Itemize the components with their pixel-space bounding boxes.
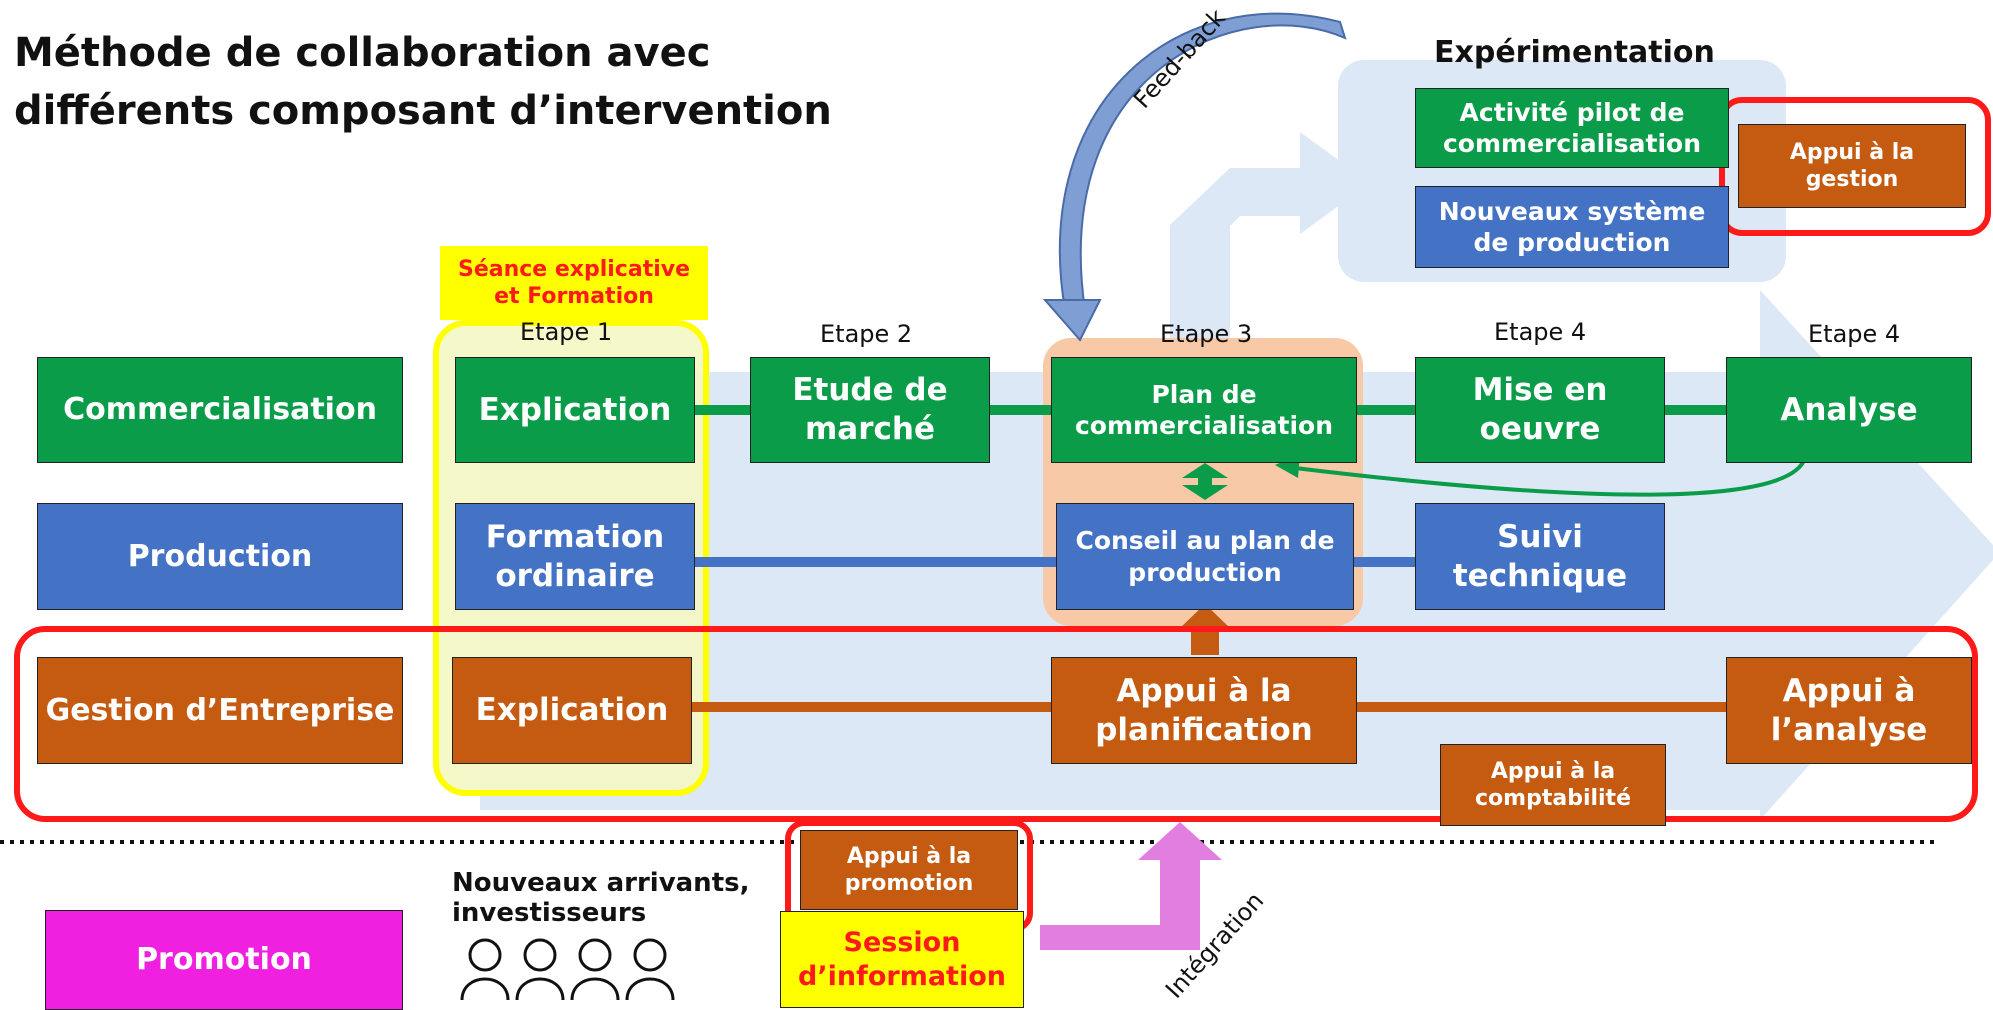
gestion-red-frame: [14, 626, 1978, 822]
person-icon: [460, 938, 510, 1001]
appui-comptabilite-box: Appui à la comptabilité: [1440, 744, 1666, 826]
etape-1-label: Etape 1: [520, 318, 613, 346]
planif-line-1: Appui à la: [1116, 672, 1292, 709]
seance-formation-label: Séance explicative et Formation: [440, 246, 708, 320]
suivi-line-2: technique: [1452, 557, 1628, 594]
row-production: Production: [37, 503, 403, 610]
conseil-line-1: Conseil au plan de: [1075, 526, 1335, 556]
promotion-line-2: promotion: [844, 871, 974, 896]
appui-gestion-line-1: Appui à la: [1789, 139, 1915, 165]
analyse-line-2: l’analyse: [1770, 711, 1928, 748]
plan-commercialisation-box: Plan de commercialisation: [1051, 357, 1357, 463]
seance-line-2: et Formation: [494, 284, 654, 309]
gestion-explication: Explication: [452, 657, 692, 764]
person-icon: [515, 938, 565, 1001]
appui-gestion-line-2: gestion: [1805, 167, 1899, 192]
conseil-plan-production-box: Conseil au plan de production: [1056, 503, 1354, 610]
row-gestion-entreprise: Gestion d’Entreprise: [37, 657, 403, 764]
feedback-arrow-head: [1042, 299, 1102, 342]
page-title: Méthode de collaboration avec différents…: [14, 24, 832, 140]
appui-analyse-box: Appui à l’analyse: [1726, 657, 1972, 764]
person-icons: [460, 938, 675, 1001]
person-icon: [570, 938, 620, 1001]
plan-line-1: Plan de: [1151, 379, 1257, 409]
formation-line-1: Formation: [485, 518, 665, 555]
green-double-arrow: [1182, 463, 1228, 500]
commercialisation-explication: Explication: [455, 357, 695, 463]
etude-marche-box: Etude de marché: [750, 357, 990, 463]
row-commercialisation: Commercialisation: [37, 357, 403, 463]
formation-ordinaire-box: Formation ordinaire: [455, 503, 695, 610]
etape-3-label: Etape 3: [1160, 320, 1253, 348]
session-line-2: d’information: [798, 960, 1006, 992]
systeme-line-1: Nouveaux système: [1438, 196, 1706, 226]
experimentation-up-arrow: [1170, 132, 1370, 372]
promotion-line-1: Appui à la: [846, 843, 972, 869]
suivi-technique-box: Suivi technique: [1415, 503, 1665, 610]
pilot-line-1: Activité pilot de: [1459, 97, 1685, 127]
pilot-line-2: commercialisation: [1442, 129, 1702, 158]
analyse-box: Analyse: [1726, 357, 1972, 463]
nouveau-systeme-box: Nouveaux système de production: [1415, 186, 1729, 268]
row-promotion: Promotion: [45, 910, 403, 1010]
mise-line-1: Mise en: [1472, 372, 1608, 409]
conseil-line-2: production: [1128, 557, 1282, 587]
nouveaux-arrivants-label: Nouveaux arrivants, investisseurs: [452, 868, 749, 928]
planif-line-2: planification: [1095, 711, 1313, 748]
experimentation-label: Expérimentation: [1434, 35, 1715, 70]
appui-gestion-exp-box: Appui à la gestion: [1738, 124, 1966, 208]
mise-line-2: oeuvre: [1479, 411, 1601, 447]
appui-promotion-box: Appui à la promotion: [800, 830, 1018, 910]
etude-line-1: Etude de: [792, 372, 948, 409]
compta-line-2: comptabilité: [1475, 786, 1631, 811]
integration-arrow: [1040, 822, 1222, 950]
green-curved-arrow: [1294, 457, 1807, 497]
etape-4a-label: Etape 4: [1494, 318, 1587, 346]
seance-line-1: Séance explicative: [457, 256, 691, 282]
title-line-1: Méthode de collaboration avec: [14, 30, 711, 76]
nouveaux-line-1: Nouveaux arrivants,: [452, 868, 750, 898]
etape-4b-label: Etape 4: [1808, 320, 1901, 348]
session-information-box: Session d’information: [780, 911, 1024, 1008]
systeme-line-2: de production: [1473, 228, 1671, 257]
formation-line-2: ordinaire: [495, 557, 655, 594]
compta-line-1: Appui à la: [1490, 758, 1616, 784]
pilot-commercialisation-box: Activité pilot de commercialisation: [1415, 88, 1729, 168]
plan-line-2: commercialisation: [1074, 411, 1334, 440]
nouveaux-line-2: investisseurs: [452, 898, 647, 928]
etape-2-label: Etape 2: [820, 320, 913, 348]
analyse-line-1: Appui à: [1782, 672, 1916, 709]
appui-planification-box: Appui à la planification: [1051, 657, 1357, 764]
suivi-line-1: Suivi: [1497, 518, 1583, 555]
etude-line-2: marché: [805, 411, 935, 447]
title-line-2: différents composant d’intervention: [14, 88, 832, 134]
mise-oeuvre-box: Mise en oeuvre: [1415, 357, 1665, 463]
session-line-1: Session: [843, 926, 961, 958]
person-icon: [625, 938, 675, 1001]
